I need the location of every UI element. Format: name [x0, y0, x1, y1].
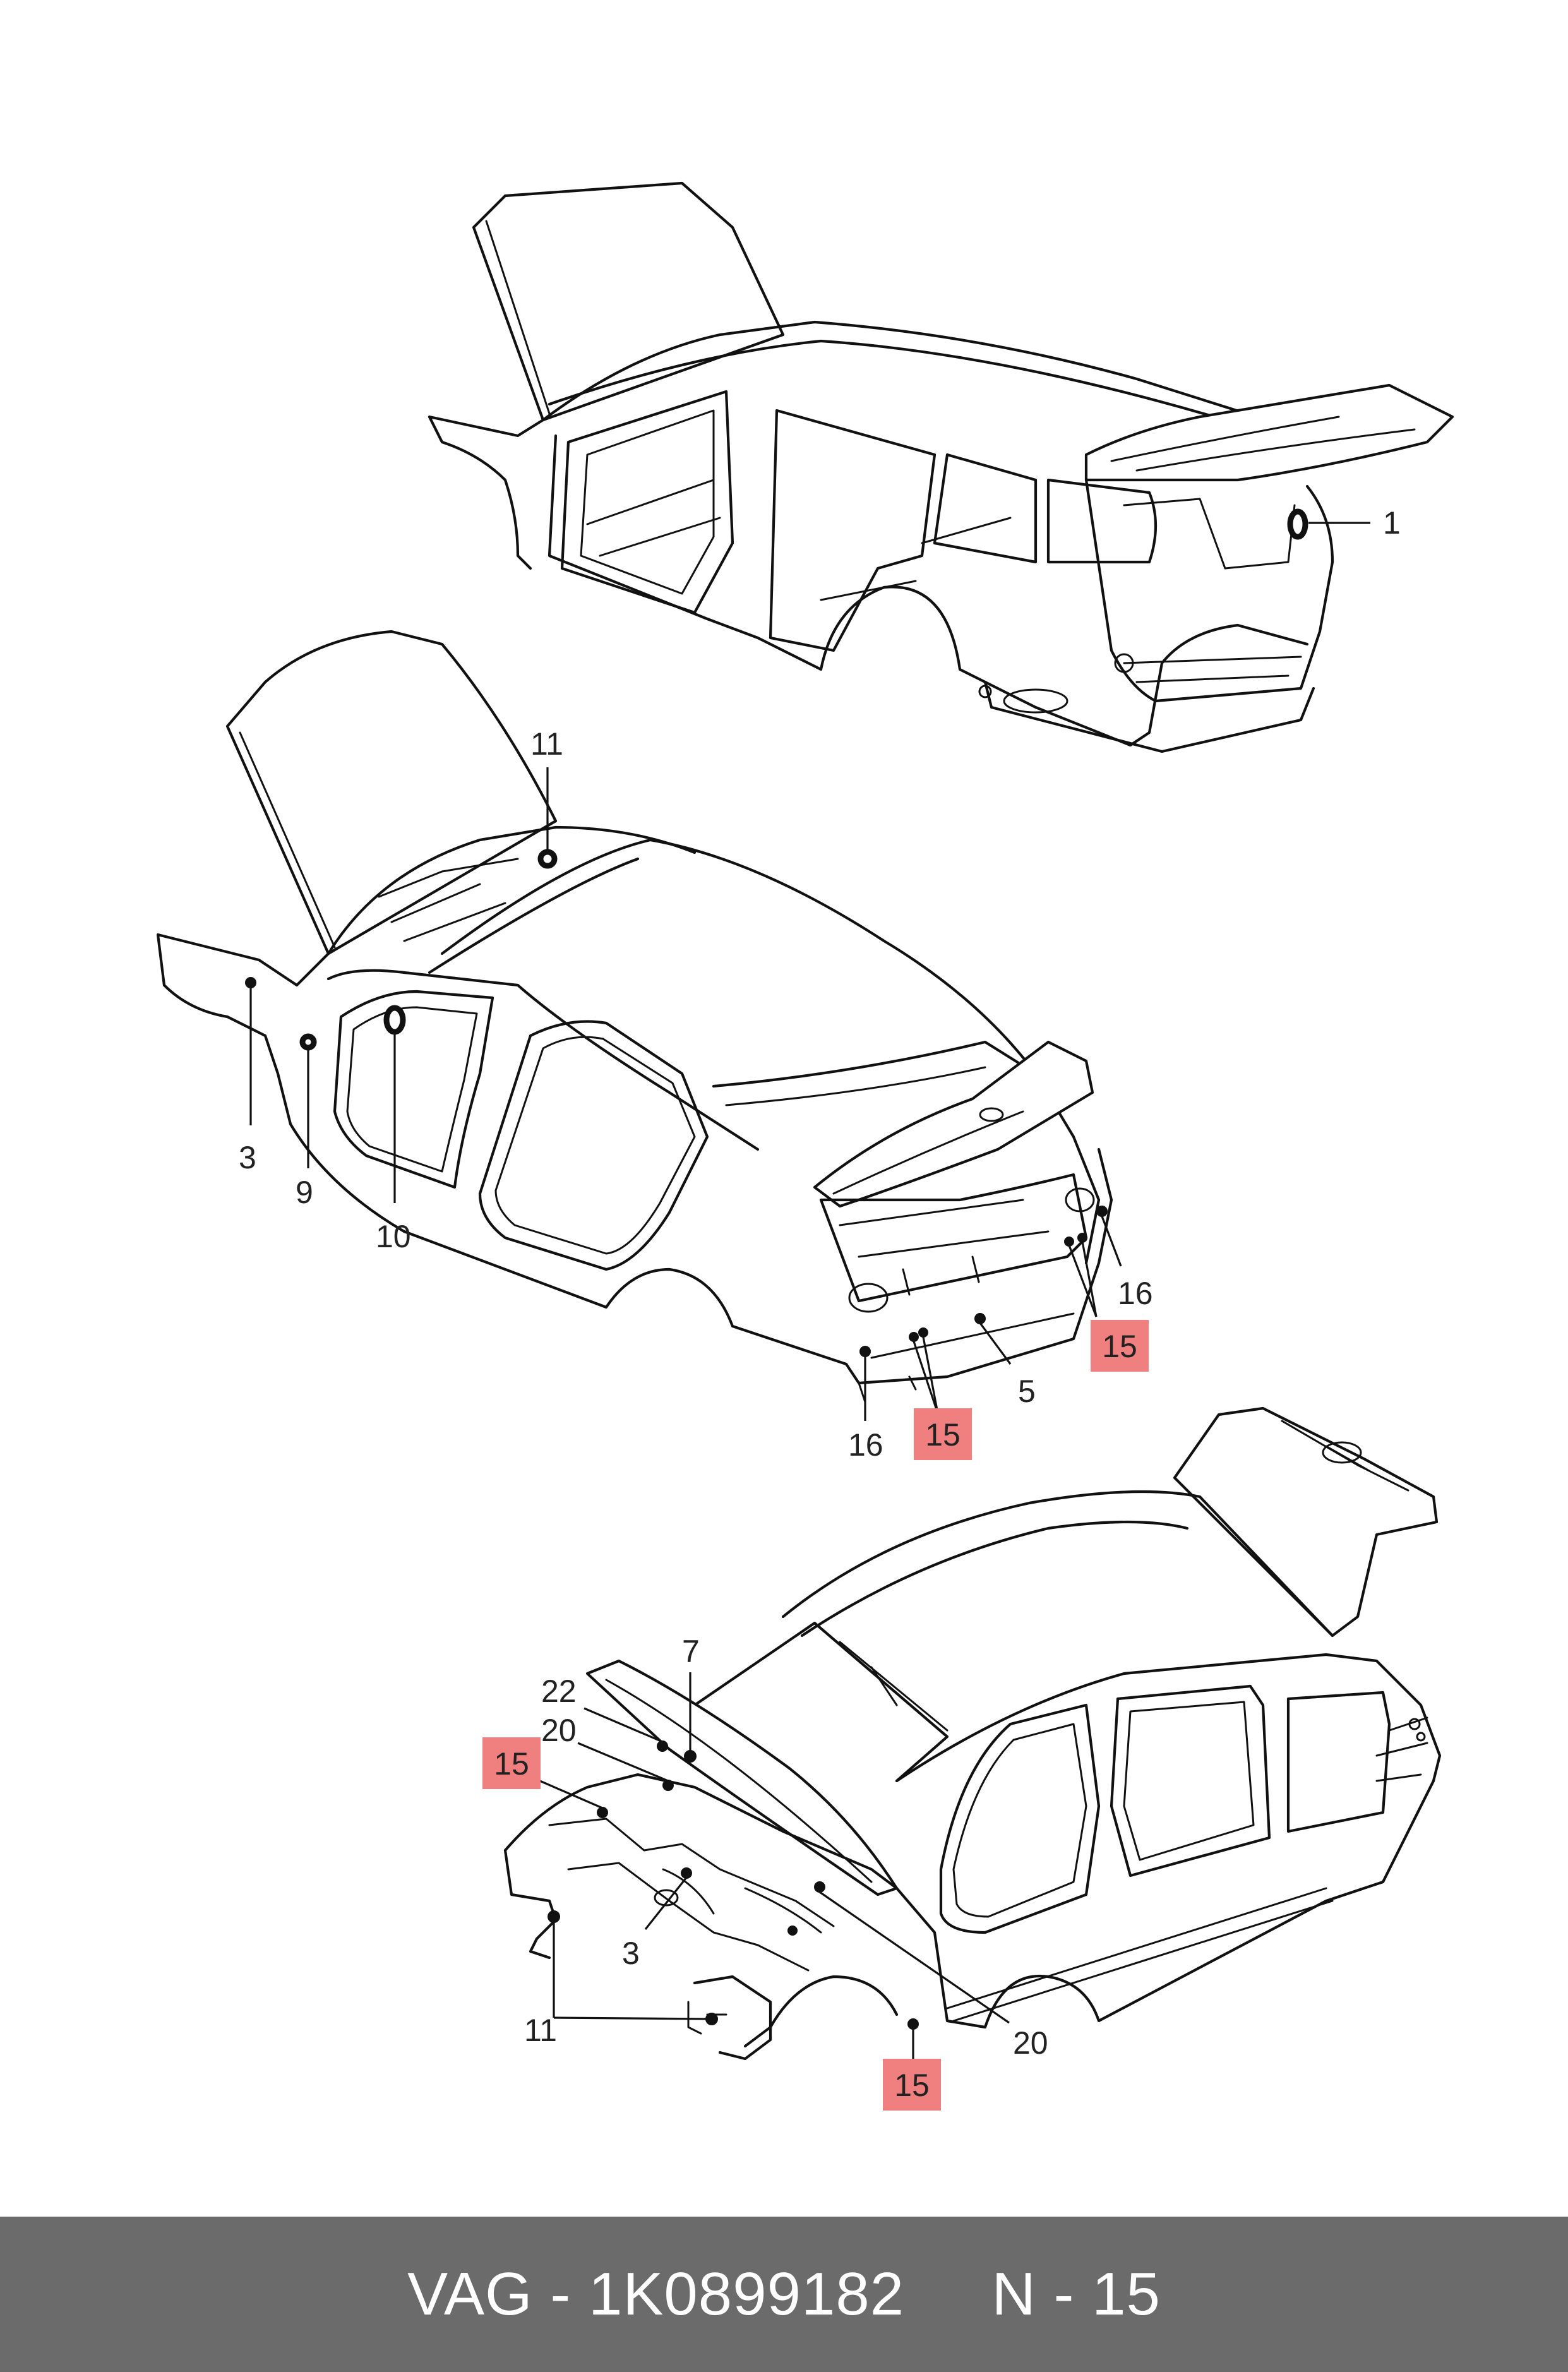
highlight-box-15-bottom-right [883, 2059, 941, 2111]
callout-3: 3 [239, 1140, 256, 1175]
callout-22: 22 [541, 1674, 577, 1709]
middle-leaders [249, 767, 1122, 1421]
callout-15-bottom-left: 15 [494, 1746, 529, 1782]
bottom-leaders [539, 1672, 1010, 2064]
callout-20-bottom: 20 [1013, 2025, 1048, 2061]
callout-15-middle-right: 15 [1102, 1329, 1137, 1364]
estate-body-drawing [428, 181, 1454, 753]
callout-15-bottom-right: 15 [894, 2068, 930, 2103]
highlight-box-15-middle-left [914, 1408, 972, 1460]
callout-11-bottom: 11 [524, 2013, 557, 2048]
callout-16-left: 16 [848, 1427, 883, 1463]
callout-7: 7 [682, 1634, 700, 1669]
callout-15-middle-left: 15 [925, 1417, 961, 1453]
callout-5: 5 [1018, 1374, 1036, 1409]
highlight-box-15-bottom-left [482, 1737, 541, 1789]
sedan-front-drawing [503, 1406, 1442, 2061]
highlight-box-15-middle-right [1091, 1320, 1149, 1372]
callout-1: 1 [1383, 505, 1401, 541]
callout-20-top: 20 [541, 1713, 577, 1748]
sedan-rear-drawing [156, 630, 1113, 1403]
footer-bar: VAG - 1K0899182 N - 15 [0, 2217, 1568, 2372]
callout-11: 11 [530, 726, 563, 762]
callout-9: 9 [296, 1175, 313, 1210]
callout-3-bottom: 3 [622, 1936, 640, 1971]
part-number-label: VAG - 1K0899182 N - 15 [407, 2260, 1161, 2328]
parts-diagram: 1 [156, 181, 1454, 2111]
callout-16-right: 16 [1118, 1276, 1153, 1311]
callout-10: 10 [376, 1219, 411, 1254]
